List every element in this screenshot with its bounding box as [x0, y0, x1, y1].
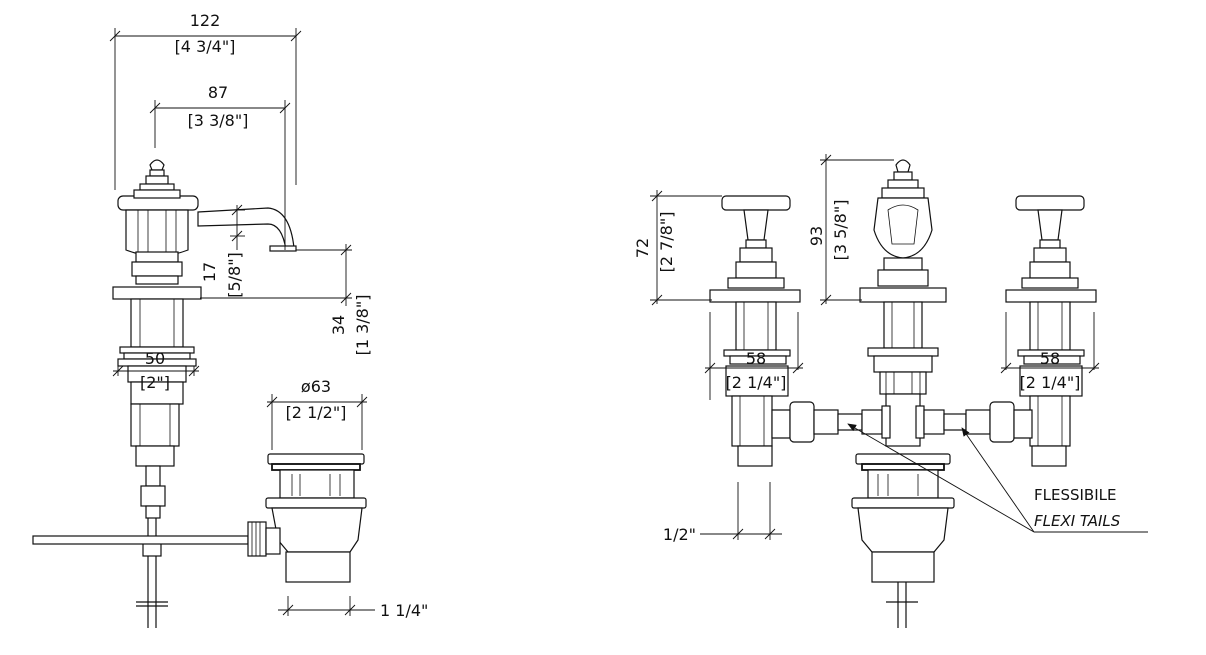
shank-diameter-in: [2"] — [140, 373, 170, 392]
overall-width-mm: 122 — [190, 11, 221, 30]
overall-width-in: [4 3/4"] — [175, 37, 236, 56]
front-elevation-view — [709, 159, 1097, 628]
right-valve-shank-in: [2 1/4"] — [1020, 373, 1081, 392]
right-valve — [1005, 195, 1097, 467]
dimension-lines-left — [109, 28, 375, 616]
handle-height-mm: 72 — [633, 238, 652, 258]
spout-reach-in: [3 3/8"] — [188, 111, 249, 130]
waste-diameter-in: [2 1/2"] — [286, 403, 347, 422]
shank-diameter-mm: 50 — [145, 349, 165, 368]
left-valve-shank-mm: 58 — [746, 349, 766, 368]
right-valve-shank-mm: 58 — [1040, 349, 1060, 368]
spout-outlet-mm: 17 — [200, 262, 219, 282]
spout-height-mm: 34 — [329, 315, 348, 335]
dimension-labels-right: 72 [2 7/8"] 93 [3 5/8"] 58 [2 1/4"] 58 [… — [633, 200, 1121, 544]
spout-height-in: [1 3/8"] — [353, 295, 372, 356]
side-elevation-view — [32, 159, 297, 628]
dimension-labels-left: 122 [4 3/4"] 87 [3 3/8"] 17 [5/8"] 34 [1… — [140, 11, 428, 620]
spout-top-height-in: [3 5/8"] — [831, 200, 850, 261]
waste-diameter-mm: ø63 — [301, 377, 331, 396]
handle-height-in: [2 7/8"] — [657, 212, 676, 273]
flexi-tail-connectors — [771, 401, 1033, 443]
spout-reach-mm: 87 — [208, 83, 228, 102]
left-valve — [709, 195, 801, 467]
spout-outlet-in: [5/8"] — [225, 252, 244, 298]
left-valve-shank-in: [2 1/4"] — [726, 373, 787, 392]
dimension-lines-right — [650, 154, 1148, 540]
pop-up-waste-side — [265, 453, 367, 583]
central-spout — [859, 159, 947, 447]
spout-top-height-mm: 93 — [807, 226, 826, 246]
pop-up-waste-front — [851, 453, 955, 628]
inlet-thread: 1/2" — [663, 525, 696, 544]
waste-thread: 1 1/4" — [380, 601, 428, 620]
callout-flexi-tails: FLEXI TAILS — [1034, 512, 1121, 530]
callout-flessibile: FLESSIBILE — [1034, 486, 1116, 504]
